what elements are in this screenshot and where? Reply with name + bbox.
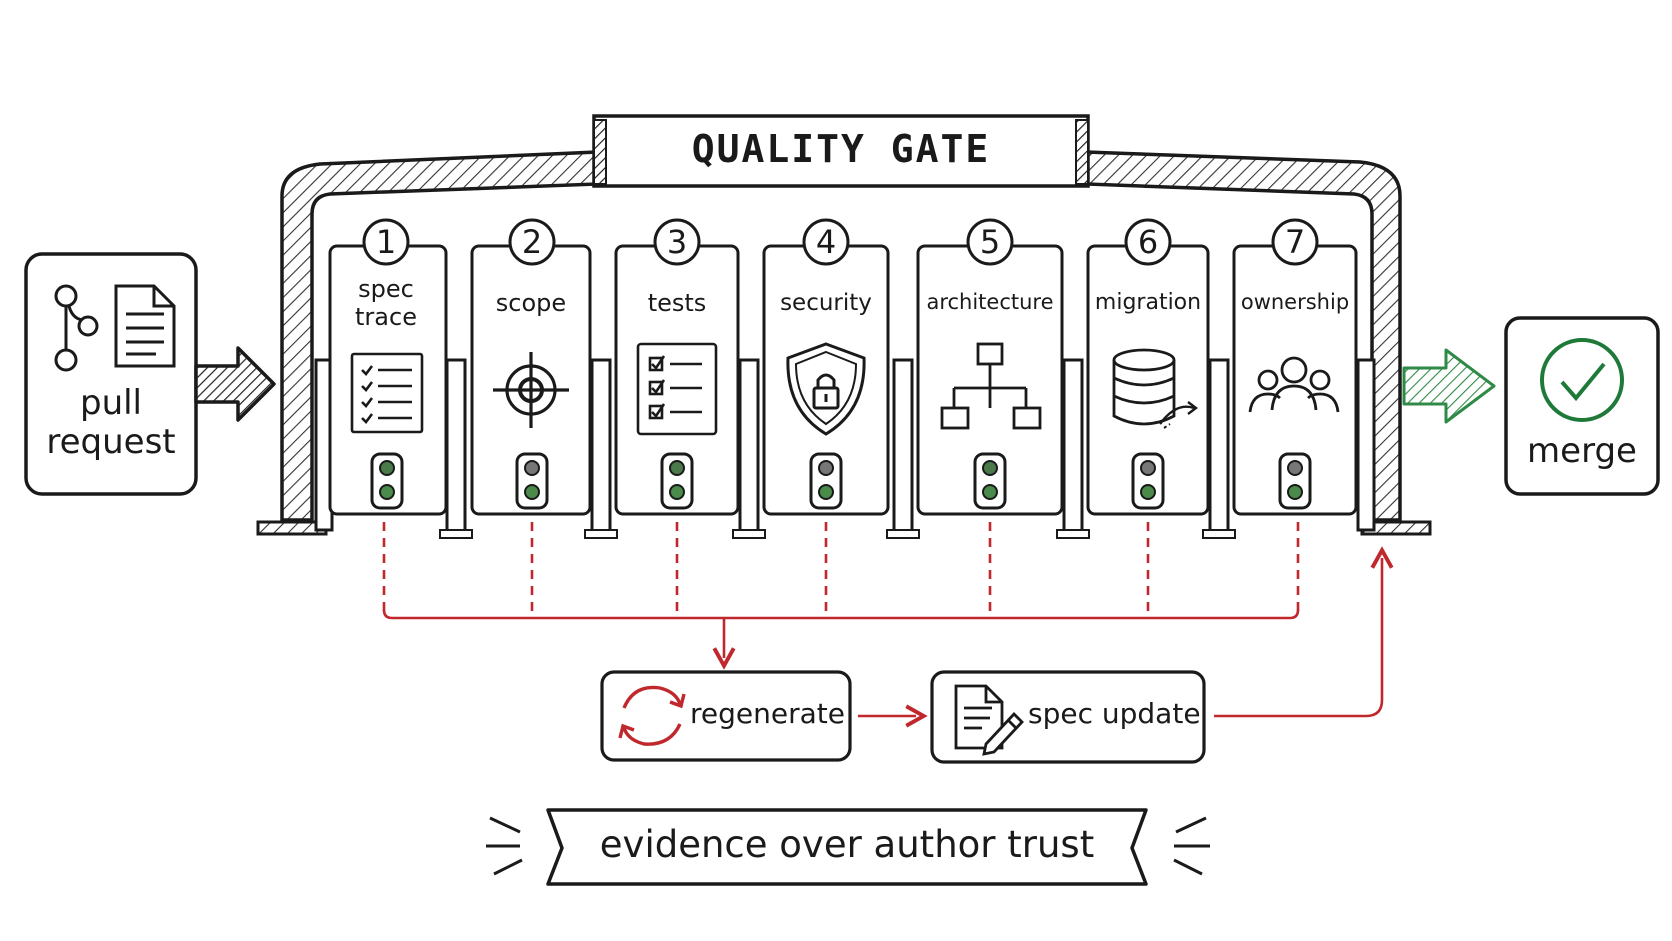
spec-update-label: spec update — [1028, 697, 1201, 730]
step-label-1-line1: spec — [358, 275, 414, 303]
step-label-1: spec trace — [326, 275, 446, 331]
shield-lock-icon — [786, 342, 866, 436]
input-arrow — [194, 346, 276, 422]
step-label-1-line2: trace — [355, 302, 417, 331]
step-label-2: scope — [495, 289, 567, 317]
merge-label: merge — [1527, 431, 1637, 471]
step-number-3: 3 — [666, 223, 688, 261]
status-lights — [370, 452, 1312, 510]
step-label-3: tests — [647, 289, 707, 317]
status-light-4 — [809, 452, 843, 510]
status-light-7 — [1278, 452, 1312, 510]
gate-title-banner — [592, 114, 1090, 188]
document-edit-icon — [954, 684, 1024, 756]
step-number-circles — [362, 218, 1319, 266]
gate-title: QUALITY GATE — [691, 127, 991, 171]
motto-banner — [486, 808, 1210, 886]
regenerate-label: regenerate — [690, 697, 845, 730]
gate-pillars — [314, 358, 1376, 539]
database-icon — [1112, 348, 1198, 429]
check-circle-icon — [1540, 338, 1624, 422]
step-label-7: ownership — [1240, 290, 1350, 314]
output-arrow — [1402, 348, 1496, 424]
step-number-4: 4 — [815, 223, 837, 261]
status-light-3 — [660, 452, 694, 510]
refresh-icon — [618, 685, 686, 746]
step-number-7: 7 — [1284, 223, 1306, 261]
hierarchy-icon — [940, 342, 1042, 430]
pull-request-label-line2: request — [46, 422, 176, 463]
station-panels — [328, 244, 1358, 516]
feedback-lines — [382, 522, 1382, 716]
pull-request-label: pull request — [26, 383, 196, 463]
step-number-1: 1 — [375, 223, 397, 261]
emphasis-marks-left — [486, 816, 523, 876]
step-label-6: migration — [1094, 290, 1202, 315]
status-light-2 — [515, 452, 549, 510]
test-checklist-icon — [636, 342, 718, 436]
document-icon — [114, 284, 176, 368]
crosshair-icon — [493, 352, 569, 428]
spec-update-box — [930, 670, 1206, 764]
regenerate-box — [600, 670, 852, 762]
git-branch-icon — [54, 284, 99, 372]
step-label-4: security — [780, 290, 872, 316]
status-light-6 — [1131, 452, 1165, 510]
merge-box — [1504, 316, 1660, 496]
motto-text: evidence over author trust — [599, 823, 1095, 866]
pull-request-box — [24, 252, 198, 496]
people-icon — [1248, 356, 1340, 413]
emphasis-marks-right — [1173, 816, 1210, 876]
status-light-1 — [370, 452, 404, 510]
step-number-6: 6 — [1137, 223, 1159, 261]
step-number-5: 5 — [979, 223, 1001, 261]
pull-request-label-line1: pull — [79, 383, 143, 423]
checklist-icon — [350, 352, 424, 434]
step-label-5: architecture — [926, 290, 1054, 314]
step-number-2: 2 — [521, 223, 543, 261]
status-light-5 — [973, 452, 1007, 510]
